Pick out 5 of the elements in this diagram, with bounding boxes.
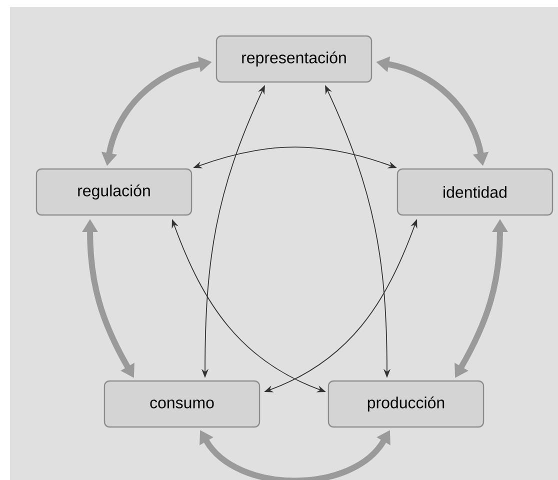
label-box: identidad [396, 168, 554, 216]
label-box: consumo [104, 380, 260, 428]
label-box: representación [216, 35, 372, 83]
label-box: regulación [36, 168, 192, 216]
label-box: producción [328, 380, 484, 428]
